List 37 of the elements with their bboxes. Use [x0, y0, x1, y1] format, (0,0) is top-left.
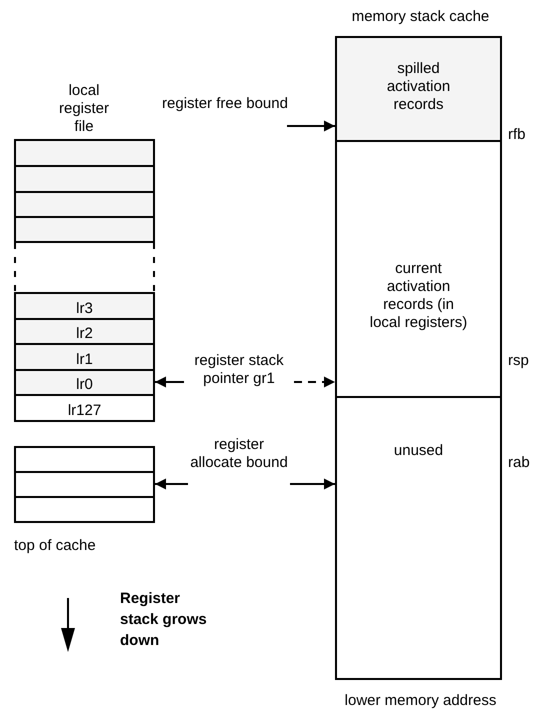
arrow: [155, 478, 188, 490]
segment-label: current activation records (in local registers): [368, 260, 468, 332]
register-cell: [14, 139, 155, 167]
register-cell: [14, 292, 155, 320]
register-file-heading: local register file: [58, 82, 110, 136]
arrow: [287, 120, 335, 132]
column-heading: memory stack cache: [350, 8, 490, 26]
register-cell: [14, 318, 155, 345]
segment-label: spilled activation records: [386, 60, 452, 114]
pointer-name: rfb: [508, 125, 527, 145]
register-cell: [14, 471, 155, 498]
note: Register stack grows down: [120, 589, 208, 651]
register-cell: [14, 369, 155, 396]
register-cell: [14, 343, 155, 371]
pointer-name: rsp: [508, 351, 530, 371]
pointer-name: rab: [508, 453, 531, 473]
pointer-text: register stack pointer gr1: [193, 352, 285, 388]
arrow: [294, 376, 335, 388]
register-name: lr0: [76, 376, 93, 394]
register-name: lr3: [76, 300, 93, 318]
segment-label: unused: [392, 442, 444, 460]
register-name: lr2: [76, 325, 93, 343]
column-caption: lower memory address: [344, 692, 498, 710]
register-file-caption: top of cache: [14, 537, 97, 555]
pointer-text: register allocate bound: [190, 436, 288, 472]
arrow: [155, 376, 184, 388]
stack-segment: [337, 38, 500, 140]
edge-label: register free bound: [161, 94, 289, 114]
register-name: lr1: [76, 351, 93, 369]
register-cell: [14, 216, 155, 243]
register-cell: [14, 446, 155, 473]
register-cell: [14, 165, 155, 193]
register-cell: [14, 496, 155, 523]
register-cell: [14, 394, 155, 422]
arrow: [290, 478, 335, 490]
register-cell: [14, 191, 155, 218]
register-name: lr127: [68, 402, 102, 420]
